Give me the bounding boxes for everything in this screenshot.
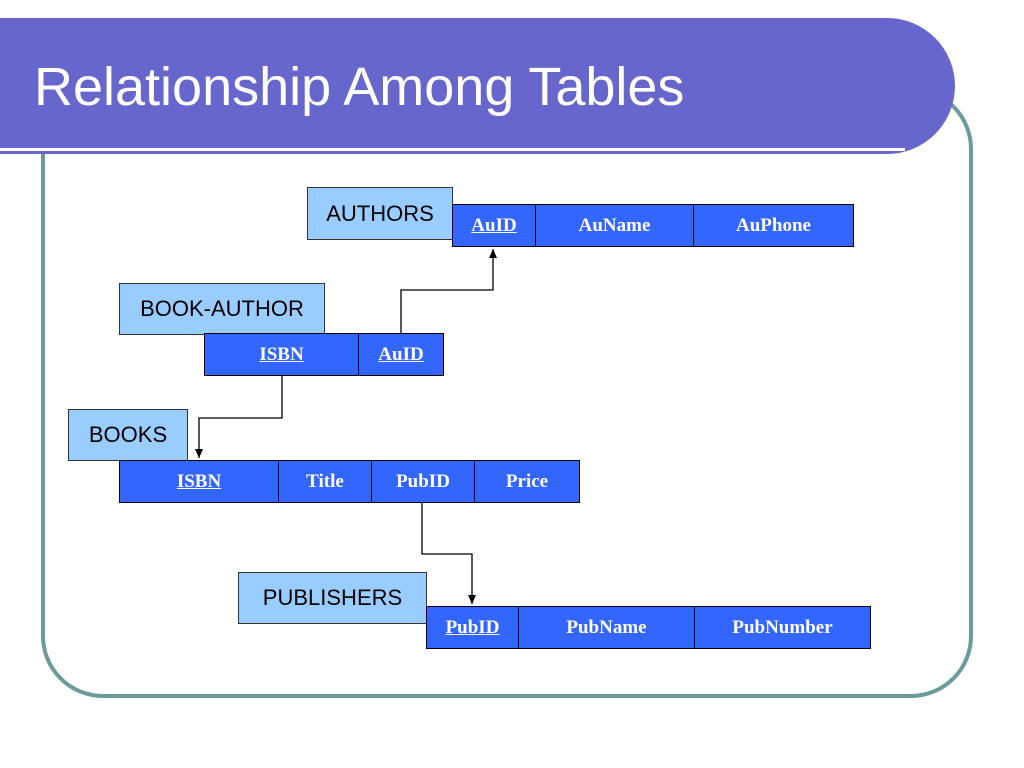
publishers-pubid-column: PubID — [427, 607, 519, 648]
connector-books-to-publishers — [421, 503, 476, 604]
authors-auid-column: AuID — [453, 205, 536, 246]
authors-table: AuID AuName AuPhone — [452, 204, 854, 247]
publishers-pubnumber-column: PubNumber — [732, 616, 833, 638]
authors-auname-column: AuName — [536, 205, 694, 246]
publishers-pubname-column: PubName — [519, 607, 695, 648]
books-pubid-column: PubID — [372, 461, 475, 502]
book-author-auid-column: AuID — [378, 343, 424, 365]
title-bar: Relationship Among Tables — [0, 18, 955, 154]
books-title-column: Title — [279, 461, 372, 502]
book-author-table: ISBN AuID — [204, 333, 444, 376]
publishers-table-label: PUBLISHERS — [238, 572, 427, 624]
slide-title: Relationship Among Tables — [34, 57, 685, 117]
title-underline — [0, 148, 905, 151]
books-table: ISBN Title PubID Price — [119, 460, 580, 503]
books-isbn-column: ISBN — [120, 461, 279, 502]
connector-book-author-to-books — [195, 376, 283, 458]
books-table-label: BOOKS — [68, 409, 188, 461]
publishers-table: PubID PubName PubNumber — [426, 606, 871, 649]
books-price-column: Price — [505, 470, 549, 492]
book-author-isbn-column: ISBN — [205, 334, 359, 375]
connector-book-author-to-authors — [400, 249, 497, 333]
authors-auphone-column: AuPhone — [736, 214, 811, 236]
